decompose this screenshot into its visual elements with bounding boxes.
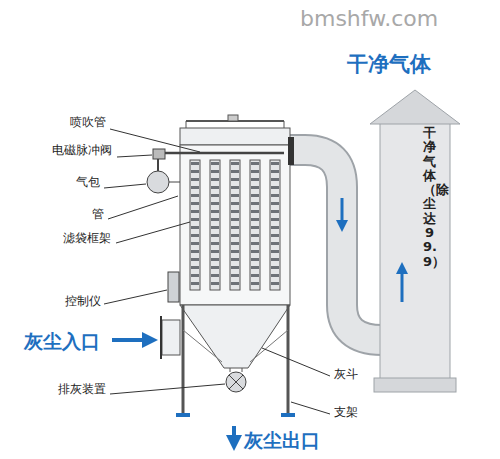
- part-label: 喷吹管: [70, 114, 106, 131]
- part-label: 支架: [334, 404, 358, 421]
- filter-bag: [270, 160, 280, 290]
- duct: [288, 150, 382, 340]
- pipe: [157, 159, 159, 171]
- support-brace: [250, 330, 288, 362]
- label-holder: 支架: [334, 404, 358, 421]
- leader-line: [262, 348, 330, 376]
- flow-arrow: [401, 268, 404, 302]
- hopper: [180, 305, 290, 368]
- label-holder: 滤袋框架: [63, 230, 111, 247]
- label-holder: 干净气体: [347, 50, 431, 78]
- top-rail: [284, 121, 285, 128]
- pulse-valve: [153, 149, 165, 159]
- part-label: 管: [92, 206, 104, 223]
- chimney-stack: [380, 122, 450, 380]
- label-holder: bmshfw.com: [300, 6, 438, 31]
- leader-line: [291, 402, 330, 414]
- leader-line: [104, 290, 167, 304]
- top-rail: [186, 121, 187, 128]
- label-holder: 电磁脉冲阀: [52, 142, 112, 159]
- leader-line: [104, 184, 146, 188]
- label-holder: 气包: [76, 174, 100, 191]
- label-holder: 管: [92, 206, 104, 223]
- leader-line: [116, 222, 190, 243]
- chimney-cap: [370, 90, 460, 124]
- air-tank: [147, 171, 169, 193]
- leader-line: [110, 384, 225, 394]
- controller-box: [168, 272, 179, 302]
- part-label: 控制仪: [65, 293, 101, 310]
- hopper-neck: [242, 368, 243, 372]
- label-holder: 排灰装置: [58, 381, 106, 398]
- clean-air-plenum: [180, 128, 290, 145]
- part-label: 排灰装置: [58, 381, 106, 398]
- inlet-flange: [160, 316, 162, 359]
- filter-bag: [210, 160, 220, 290]
- inlet-arrow: [112, 338, 150, 342]
- label-holder: 灰尘出口: [244, 428, 320, 454]
- part-label: 灰斗: [334, 366, 358, 383]
- support-foot: [176, 413, 190, 417]
- leader-line: [110, 129, 200, 152]
- outlet-arrow: [232, 426, 236, 443]
- leader-line: [108, 196, 178, 219]
- pipe: [169, 182, 180, 183]
- flow-label: 灰尘出口: [244, 428, 320, 454]
- part-label: 电磁脉冲阀: [52, 142, 112, 159]
- collector-body: [180, 145, 290, 305]
- hopper-neck: [230, 368, 231, 372]
- part-label: 气包: [76, 174, 100, 191]
- label-holder: 灰斗: [334, 366, 358, 383]
- chimney-base: [374, 378, 456, 392]
- flow-arrow: [341, 198, 344, 226]
- label-holder: 控制仪: [65, 293, 101, 310]
- outlet-flange: [288, 137, 294, 165]
- flow-label: 干净气体: [347, 50, 431, 78]
- label-holder: 喷吹管: [70, 114, 106, 131]
- stack-note: 干净气体（除尘达99.9）: [423, 126, 436, 269]
- filter-bag: [230, 160, 240, 290]
- rotary-valve: [226, 372, 246, 392]
- support-leg: [182, 305, 185, 414]
- support-brace: [183, 330, 222, 362]
- top-fitting: [228, 115, 238, 121]
- leader-line: [117, 155, 152, 157]
- filter-bag: [250, 160, 260, 290]
- blowpipe: [162, 152, 284, 155]
- filter-bag: [190, 160, 200, 290]
- inlet-duct: [162, 320, 180, 355]
- duct-outline: [288, 150, 382, 340]
- support-foot: [281, 413, 295, 417]
- flow-label: 灰尘入口: [24, 329, 100, 355]
- part-label: 滤袋框架: [63, 230, 111, 247]
- rotary-valve: [229, 375, 243, 389]
- label-holder: 灰尘入口: [24, 329, 100, 355]
- label-holder: 干净气体（除尘达99.9）: [423, 126, 436, 269]
- watermark: bmshfw.com: [300, 6, 438, 31]
